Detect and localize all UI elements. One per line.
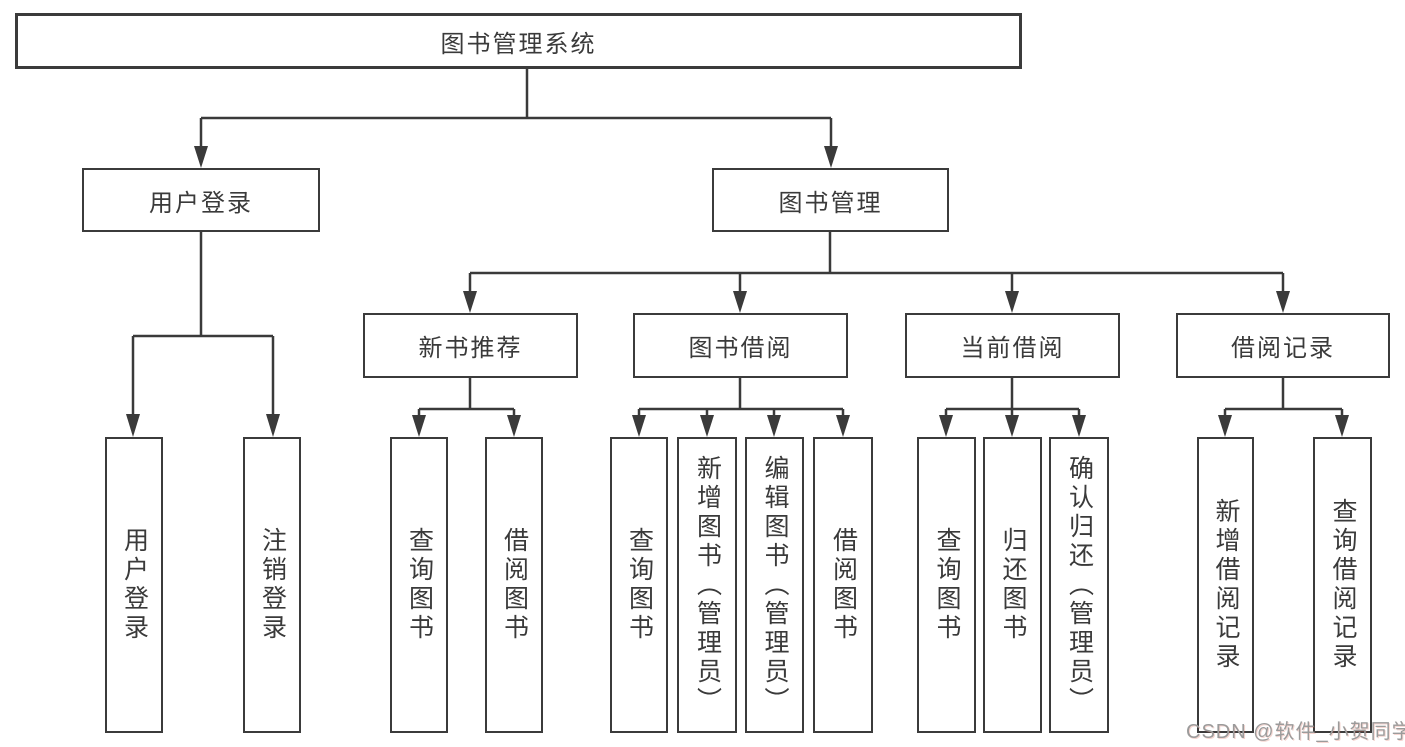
leaf-confirm-return-admin: 确认归还（管理员） — [1049, 437, 1109, 733]
leaf-logout: 注销登录 — [243, 437, 301, 733]
node-new-book-recommend: 新书推荐 — [363, 313, 578, 378]
leaf-label: 借阅图书 — [500, 527, 529, 643]
node-label: 图书管理 — [778, 189, 883, 217]
node-borrowing-records: 借阅记录 — [1176, 313, 1390, 378]
leaf-query-borrow-record: 查询借阅记录 — [1313, 437, 1372, 733]
node-label: 图书管理系统 — [440, 30, 597, 58]
node-label: 用户登录 — [149, 189, 253, 217]
node-book-borrowing: 图书借阅 — [633, 313, 848, 378]
leaf-label: 编辑图书（管理员） — [761, 454, 789, 716]
leaf-label: 归还图书 — [999, 527, 1027, 643]
leaf-label: 借阅图书 — [829, 527, 858, 643]
leaf-label: 查询图书 — [625, 527, 654, 643]
leaf-label: 查询图书 — [405, 527, 434, 643]
leaf-label: 新增图书（管理员） — [693, 454, 722, 716]
leaf-return-book: 归还图书 — [983, 437, 1042, 733]
node-user-login: 用户登录 — [82, 168, 320, 232]
leaf-add-borrow-record: 新增借阅记录 — [1197, 437, 1254, 733]
leaf-label: 查询借阅记录 — [1329, 498, 1357, 672]
leaf-label: 新增借阅记录 — [1212, 498, 1240, 672]
leaf-label: 确认归还（管理员） — [1065, 454, 1094, 716]
leaf-label: 查询图书 — [933, 527, 961, 643]
node-book-management: 图书管理 — [712, 168, 949, 232]
node-label: 图书借阅 — [688, 335, 793, 362]
leaf-borrow-book-recommend: 借阅图书 — [485, 437, 543, 733]
csdn-watermark: CSDN @软件_小贺同学 — [1186, 721, 1405, 743]
leaf-user-login: 用户登录 — [105, 437, 163, 733]
node-label: 新书推荐 — [418, 335, 523, 362]
leaf-edit-book-admin: 编辑图书（管理员） — [745, 437, 804, 733]
node-system-root: 图书管理系统 — [15, 13, 1022, 69]
leaf-borrow-book: 借阅图书 — [813, 437, 873, 733]
leaf-label: 注销登录 — [258, 527, 287, 643]
leaf-label: 用户登录 — [120, 527, 149, 643]
node-label: 借阅记录 — [1231, 335, 1335, 362]
node-current-borrowing: 当前借阅 — [905, 313, 1120, 378]
node-label: 当前借阅 — [960, 335, 1065, 362]
leaf-query-book-current: 查询图书 — [917, 437, 976, 733]
leaf-query-book-recommend: 查询图书 — [390, 437, 448, 733]
leaf-query-book-borrow: 查询图书 — [610, 437, 668, 733]
leaf-add-book-admin: 新增图书（管理员） — [677, 437, 737, 733]
